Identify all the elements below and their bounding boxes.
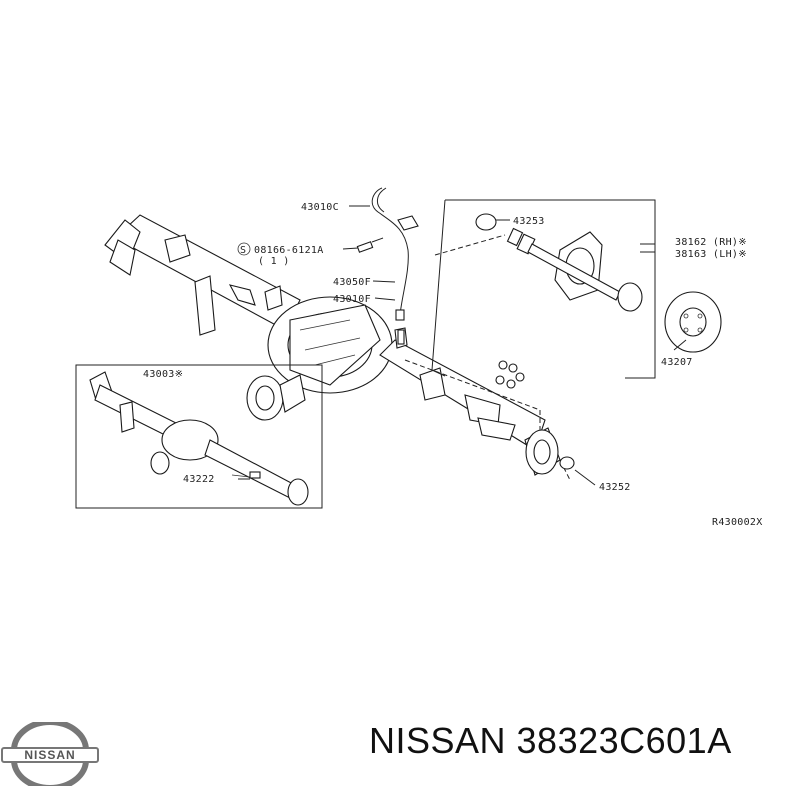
bolt [356,237,384,253]
axle-shaft-group [431,199,722,379]
breather-hose [371,187,419,345]
part-number-caption: NISSAN 38323C601A [369,720,732,761]
callout-43222: 43222 [183,474,215,485]
nissan-logo: NISSAN [1,722,99,786]
axle-housing [104,214,561,476]
logo-text: NISSAN [24,748,75,762]
bolt-marker: S [240,245,246,256]
leader-lines [238,205,687,486]
nut-group [495,360,525,389]
callout-38162: 38162 (RH)※ [675,237,747,248]
callout-43252: 43252 [599,482,631,493]
bolt-marker-circle [237,242,251,256]
callout-38163: 38163 (LH)※ [675,249,747,260]
callout-43003: 43003※ [143,369,183,380]
axle-assembly-inset [75,364,323,509]
callout-08166-6121a: 08166-6121A [254,245,324,256]
o-ring-43252 [559,456,575,470]
callout-43253: 43253 [513,216,545,227]
callout-43050f: 43050F [333,277,371,288]
callout-43207: 43207 [661,357,693,368]
drawing-reference: R430002X [712,517,763,528]
callout-qty: ( 1 ) [258,256,290,267]
callout-43010f: 43010F [333,294,371,305]
callout-43010c: 43010C [301,202,339,213]
